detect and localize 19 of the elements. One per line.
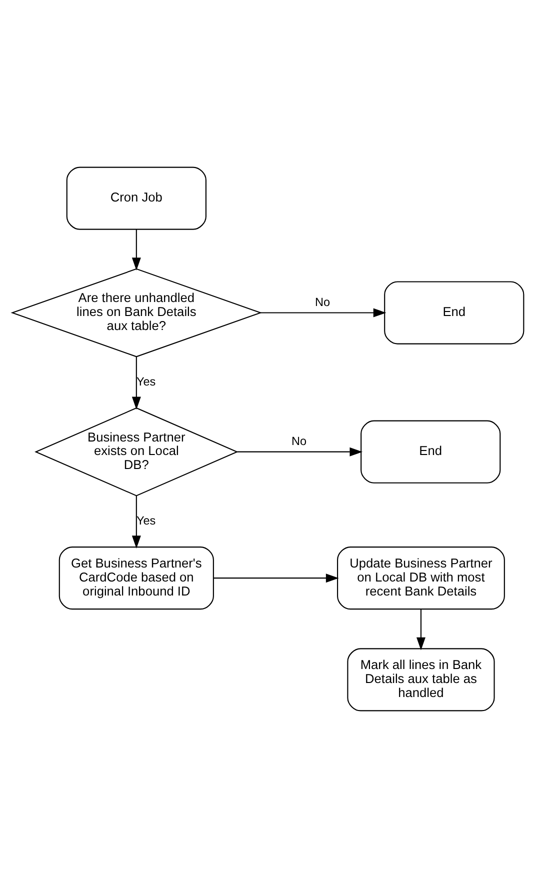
edge-label: No	[315, 296, 330, 309]
arrow	[416, 608, 426, 650]
arrow	[237, 446, 363, 456]
edge-label: Yes	[136, 514, 156, 527]
arrow	[132, 356, 141, 410]
arrow	[214, 573, 339, 582]
node-box: Cron Job	[66, 166, 206, 230]
arrow	[132, 495, 141, 548]
arrow	[132, 228, 141, 270]
node-box: End	[384, 280, 524, 344]
node-box: Get Business Partner's CardCode based on original Inbound ID	[58, 546, 214, 610]
node-diamond: Business Partner exists on Local DB?	[34, 406, 238, 496]
edge-label: No	[292, 434, 307, 448]
node-diamond: Are there unhandled lines on Bank Details aux table?	[10, 268, 262, 357]
arrow	[260, 308, 386, 317]
node-box: Mark all lines in Bank Details aux table as handled	[347, 648, 495, 711]
edge-label: Yes	[136, 374, 156, 388]
node-box: Update Business Partner on Local DB with most recent Bank Details	[337, 546, 505, 610]
node-box: End	[360, 420, 501, 483]
